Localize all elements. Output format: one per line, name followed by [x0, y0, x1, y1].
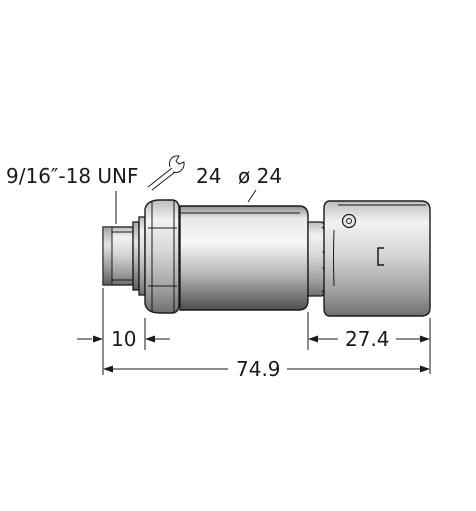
dim-thread-length: 10	[77, 288, 170, 351]
dim-total-length: 74.9	[102, 350, 430, 381]
dim-connector-length: 27.4	[307, 312, 431, 374]
connector-housing	[323, 200, 431, 317]
wrench-size-label: 24	[196, 164, 221, 188]
locking-screw-icon	[341, 213, 357, 229]
dim-total-length-text: 74.9	[236, 357, 281, 381]
dim-thread-length-text: 10	[111, 327, 136, 351]
dim-connector-length-text: 27.4	[345, 327, 390, 351]
hex-nut	[144, 199, 180, 314]
housing	[179, 205, 309, 311]
wrench-icon	[147, 155, 185, 191]
thread-label: 9/16″-18 UNF	[6, 164, 139, 188]
threaded-port	[102, 226, 134, 286]
latch-marking	[377, 247, 384, 266]
diameter-leader-line	[247, 189, 257, 203]
sealing-flange	[132, 216, 146, 296]
pressure-sensor	[102, 199, 431, 317]
diameter-label: ø 24	[238, 164, 282, 188]
